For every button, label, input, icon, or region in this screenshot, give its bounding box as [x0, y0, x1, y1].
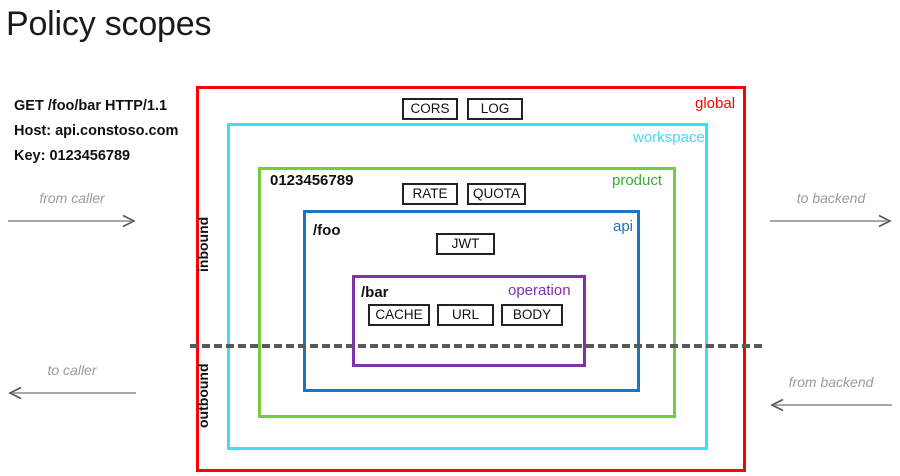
request-host-header: Host: api.constoso.com: [14, 123, 179, 139]
page-title: Policy scopes: [6, 5, 212, 43]
policy-chip-cache[interactable]: CACHE: [368, 304, 430, 326]
arrow-right-icon: [8, 214, 136, 228]
request-line: GET /foo/bar HTTP/1.1: [14, 98, 168, 114]
request-sample-text: GET /foo/bar HTTP/1.1 Host: api.constoso…: [14, 94, 178, 169]
flow-caption-to-backend: to backend: [796, 190, 866, 206]
scope-label-global: global: [695, 95, 736, 112]
policy-chip-log[interactable]: LOG: [467, 98, 523, 120]
scope-path-product: 0123456789: [270, 172, 354, 189]
policy-chip-body[interactable]: BODY: [501, 304, 563, 326]
scope-label-api: api: [613, 218, 634, 235]
scope-box-workspace[interactable]: [227, 123, 708, 450]
scope-path-operation: /bar: [361, 284, 389, 301]
flow-to-backend: to backend: [770, 190, 892, 230]
policy-chip-rate[interactable]: RATE: [402, 183, 458, 205]
arrow-right-icon: [770, 214, 892, 228]
inbound-outbound-divider: [190, 344, 762, 348]
flow-caption-from-backend: from backend: [788, 374, 874, 390]
scope-box-product[interactable]: [258, 167, 676, 418]
arrow-left-icon: [770, 398, 892, 412]
scope-box-api[interactable]: [303, 210, 640, 392]
scope-path-api: /foo: [313, 222, 341, 239]
flow-caption-to-caller: to caller: [47, 362, 97, 378]
pipeline-label-inbound: inbound: [195, 216, 211, 272]
policy-chip-quota[interactable]: QUOTA: [467, 183, 526, 205]
scope-box-operation[interactable]: [352, 275, 586, 367]
scope-box-global[interactable]: [196, 86, 746, 472]
flow-from-caller: from caller: [8, 190, 136, 230]
policy-chip-url[interactable]: URL: [437, 304, 494, 326]
arrow-left-icon: [8, 386, 136, 400]
request-key-header: Key: 0123456789: [14, 148, 131, 164]
scope-label-operation: operation: [508, 282, 571, 299]
flow-to-caller: to caller: [8, 362, 136, 402]
flow-from-backend: from backend: [770, 374, 892, 414]
scope-label-workspace: workspace: [633, 129, 705, 146]
scope-label-product: product: [612, 172, 663, 189]
pipeline-label-outbound: outbound: [195, 363, 211, 428]
flow-caption-from-caller: from caller: [39, 190, 105, 206]
policy-chip-cors[interactable]: CORS: [402, 98, 458, 120]
policy-chip-jwt[interactable]: JWT: [436, 233, 495, 255]
